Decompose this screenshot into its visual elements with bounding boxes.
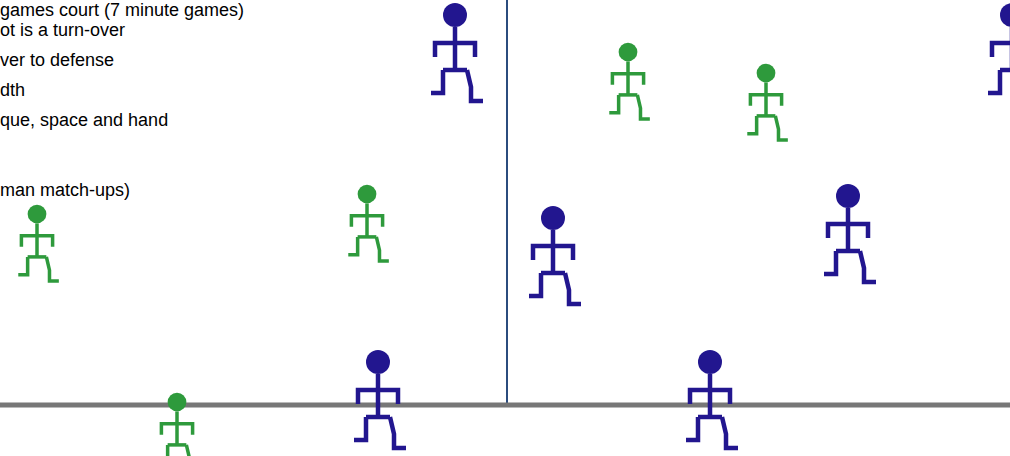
player-limb xyxy=(161,424,192,435)
player-limb xyxy=(365,203,369,237)
baseline xyxy=(0,403,1010,408)
player-limb xyxy=(690,390,730,404)
player-figure xyxy=(529,206,581,304)
player-figure xyxy=(158,393,199,456)
player-limb xyxy=(35,223,39,257)
player-limb xyxy=(551,230,556,273)
player-limb xyxy=(529,273,541,296)
player-limb xyxy=(828,224,868,238)
player-limb xyxy=(565,273,581,304)
player-limb xyxy=(708,374,713,417)
drill-note: ver to defense xyxy=(0,50,114,70)
player-limb xyxy=(686,417,698,440)
player-limb xyxy=(358,235,377,239)
player-limb xyxy=(846,208,851,251)
player-limb xyxy=(757,114,776,118)
player-limb xyxy=(722,417,738,448)
player-limb xyxy=(836,249,860,254)
player-limb xyxy=(366,415,390,420)
player-limb xyxy=(376,374,381,417)
player-limb xyxy=(390,417,406,448)
player-figure xyxy=(348,185,389,261)
player-limb xyxy=(175,411,179,445)
player-head xyxy=(836,184,860,208)
player-limb xyxy=(747,116,756,134)
player-limb xyxy=(453,27,458,70)
player-figure xyxy=(431,3,483,101)
player-limb xyxy=(435,43,475,57)
drill-note: man match-ups) xyxy=(0,180,130,200)
player-limb xyxy=(626,61,630,95)
player-figure xyxy=(686,350,738,448)
player-limb xyxy=(158,445,167,456)
player-head xyxy=(541,206,565,230)
player-limb xyxy=(824,251,836,274)
player-figure xyxy=(824,184,876,282)
player-limb xyxy=(354,417,366,440)
drill-note: games court (7 minute games) xyxy=(0,0,244,20)
player-limb xyxy=(612,74,643,85)
drill-note: dth xyxy=(0,80,25,100)
player-limb xyxy=(358,390,398,404)
player-limb xyxy=(18,257,27,275)
player-limb xyxy=(443,68,467,73)
player-head xyxy=(619,43,638,62)
player-limb xyxy=(28,255,47,259)
player-head xyxy=(443,3,467,27)
drill-note: ot is a turn-over xyxy=(0,20,125,40)
player-limb xyxy=(775,116,787,140)
player-figure xyxy=(18,205,59,281)
player-limb xyxy=(750,95,781,106)
player-limb xyxy=(637,95,649,119)
player-limb xyxy=(619,93,638,97)
player-limb xyxy=(348,237,357,255)
player-figure xyxy=(747,64,788,140)
player-limb xyxy=(609,95,618,113)
half-court-line xyxy=(506,0,508,405)
player-figure xyxy=(988,3,1010,101)
player-figure xyxy=(609,43,650,119)
player-limb xyxy=(764,82,768,116)
drill-note: que, space and hand xyxy=(0,110,168,130)
player-limb xyxy=(21,236,52,247)
player-limb xyxy=(541,271,565,276)
players xyxy=(18,3,1010,456)
player-limb xyxy=(168,443,187,447)
player-limb xyxy=(992,43,1010,57)
player-limb xyxy=(698,415,722,420)
player-head xyxy=(358,185,377,204)
player-limb xyxy=(186,445,198,456)
player-limb xyxy=(376,237,388,261)
player-limb xyxy=(860,251,876,282)
player-head xyxy=(1000,3,1010,27)
player-head xyxy=(366,350,390,374)
player-limb xyxy=(467,70,483,101)
player-limb xyxy=(46,257,58,281)
player-limb xyxy=(431,70,443,93)
player-limb xyxy=(533,246,573,260)
player-head xyxy=(168,393,187,412)
player-head xyxy=(698,350,722,374)
player-head xyxy=(757,64,776,83)
player-head xyxy=(28,205,47,224)
player-limb xyxy=(351,216,382,227)
player-figure xyxy=(354,350,406,448)
player-limb xyxy=(988,70,1000,93)
